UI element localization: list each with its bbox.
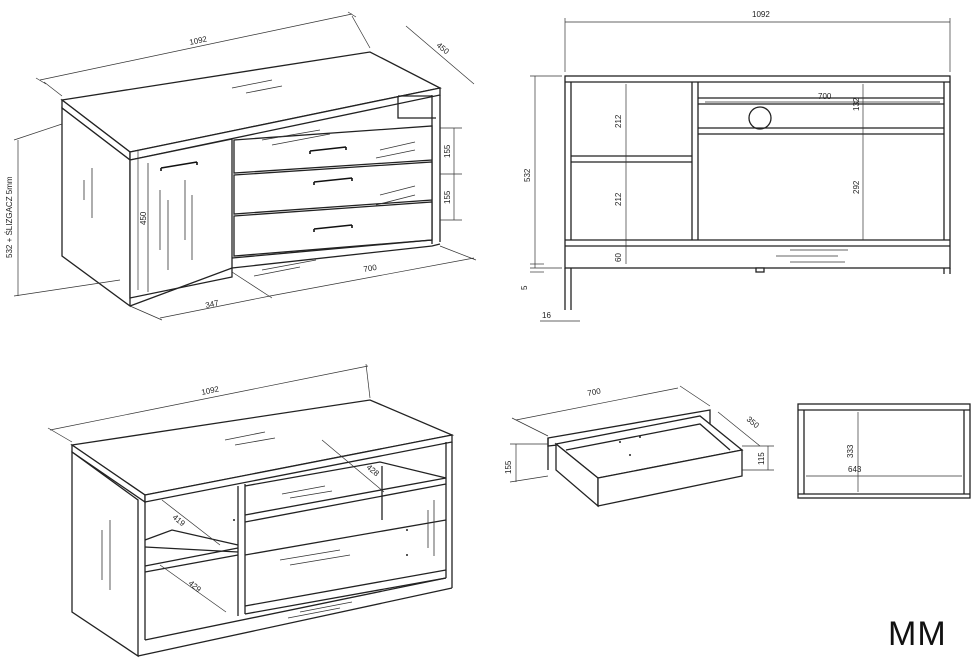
handle-drawer-1 <box>309 146 347 154</box>
dim-leg-width: 16 <box>542 311 551 320</box>
dim-right-upper: 132 <box>852 97 861 111</box>
drawer-box-front <box>597 449 743 507</box>
closed-drawer-2 <box>233 161 433 215</box>
dim-drawer-box-height: 115 <box>757 452 766 465</box>
dim-front-height: 532 <box>523 168 532 182</box>
dim-open-width: 1092 <box>201 384 221 397</box>
dim-drawer-length: 700 <box>587 386 602 397</box>
dim-door-height: 450 <box>139 211 148 225</box>
dim-top-width: 1092 <box>189 34 209 47</box>
dim-side-height: 333 <box>846 444 855 458</box>
dim-drawer-2: 155 <box>443 190 452 204</box>
dim-slider: 5 <box>520 285 529 290</box>
dim-left-upper: 212 <box>614 114 623 128</box>
dim-side-depth: 643 <box>848 465 862 474</box>
dim-left-lower: 212 <box>614 192 623 206</box>
cabinet-side-section: 333 643 <box>797 403 971 499</box>
cabinet-open-isometric: 1092 428 419 429 <box>47 363 455 658</box>
dim-right-lower: 292 <box>852 180 861 194</box>
dim-top-depth: 450 <box>435 41 451 57</box>
side-outer <box>797 403 971 499</box>
brand-logo: MM <box>888 615 947 653</box>
closed-glare <box>83 79 416 277</box>
handle-drawer-3 <box>313 224 353 232</box>
cabinet-closed-isometric: 1092 450 532 + ŚLIZGACZ 5mm 450 155 155 … <box>5 11 477 321</box>
dim-open-shelf-2: 429 <box>187 579 203 595</box>
closed-door <box>129 138 233 299</box>
cabinet-front-elevation: 1092 532 700 212 212 60 132 292 5 16 <box>520 10 951 322</box>
dim-top-height: 532 + ŚLIZGACZ 5mm <box>5 176 14 258</box>
front-outer <box>564 75 951 269</box>
cable-hole <box>748 106 772 130</box>
dim-drawer-1: 155 <box>443 144 452 158</box>
drawer-isometric: 700 350 155 115 <box>504 385 774 508</box>
dim-front-width: 1092 <box>752 10 770 19</box>
closed-drawer-1 <box>233 125 433 174</box>
handle-door <box>160 161 198 171</box>
dim-open-shelf-top: 428 <box>365 463 381 479</box>
handle-drawer-2 <box>313 177 353 185</box>
dim-front-shelf-width: 700 <box>818 92 832 101</box>
dim-open-shelf-1: 419 <box>171 513 187 529</box>
dim-door-width: 347 <box>205 298 220 310</box>
dim-drawer-depth: 350 <box>745 415 761 431</box>
dim-drawers-width: 700 <box>363 263 378 274</box>
dim-plinth: 60 <box>614 253 623 262</box>
dim-drawer-front-height: 155 <box>504 460 513 474</box>
open-glare <box>101 431 435 619</box>
